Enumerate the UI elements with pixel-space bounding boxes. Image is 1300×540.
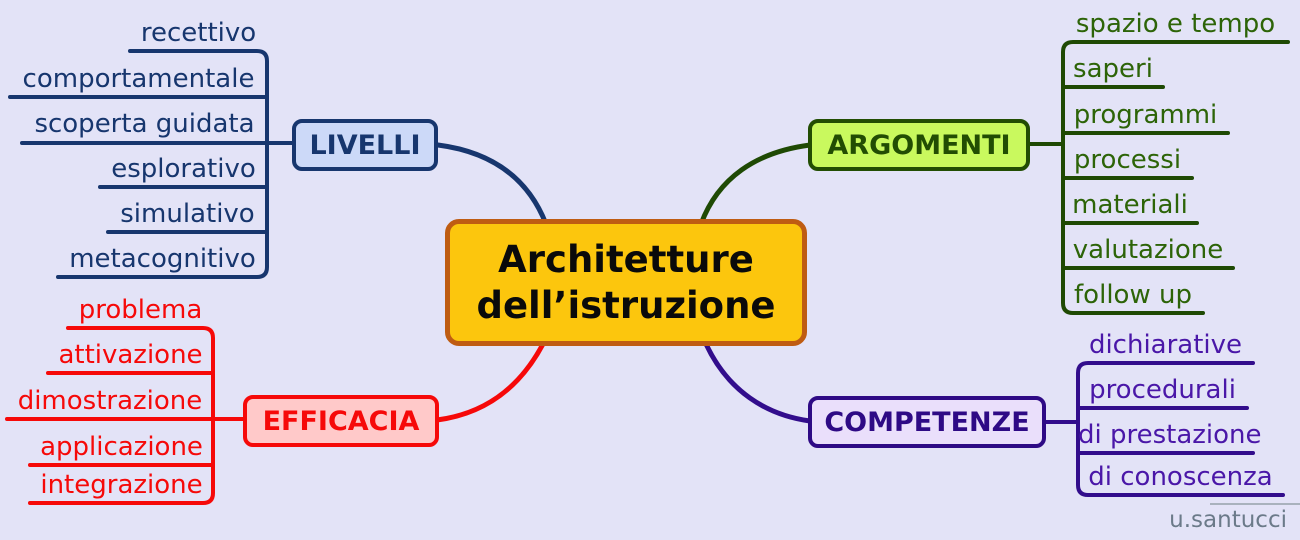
argomenti-branch-lines (698, 40, 1290, 315)
subtopic-efficacia-attivazione[interactable]: attivazione (58, 340, 203, 370)
subtopic-argomenti-materiali[interactable]: materiali (1072, 190, 1188, 220)
branch-node-livelli[interactable]: LIVELLI (292, 119, 438, 171)
subtopic-livelli-scoperta-guidata[interactable]: scoperta guidata (34, 109, 255, 139)
branch-node-argomenti[interactable]: ARGOMENTI (808, 119, 1030, 171)
subtopic-argomenti-follow-up[interactable]: follow up (1074, 280, 1192, 310)
subtopic-livelli-simulativo[interactable]: simulativo (120, 199, 255, 229)
subtopic-argomenti-valutazione[interactable]: valutazione (1072, 235, 1224, 265)
subtopic-argomenti-programmi[interactable]: programmi (1073, 100, 1218, 130)
livelli-branch-lines (8, 49, 549, 279)
subtopic-livelli-comportamentale[interactable]: comportamentale (22, 64, 255, 94)
subtopic-argomenti-processi[interactable]: processi (1073, 145, 1182, 175)
central-topic-line2: dell’istruzione (476, 283, 776, 327)
central-topic-node[interactable]: Architetture dell’istruzione (445, 219, 807, 346)
subtopic-efficacia-applicazione[interactable]: applicazione (40, 432, 203, 462)
subtopic-argomenti-spazio-e-tempo[interactable]: spazio e tempo (1075, 9, 1276, 39)
subtopic-competenze-di-prestazione[interactable]: di prestazione (1078, 420, 1262, 450)
subtopic-livelli-metacognitivo[interactable]: metacognitivo (69, 244, 256, 274)
subtopic-argomenti-saperi[interactable]: saperi (1073, 54, 1153, 84)
subtopic-competenze-procedurali[interactable]: procedurali (1089, 375, 1236, 405)
subtopic-efficacia-dimostrazione[interactable]: dimostrazione (17, 386, 203, 416)
subtopic-livelli-recettivo[interactable]: recettivo (140, 18, 257, 48)
branch-node-competenze[interactable]: COMPETENZE (808, 396, 1046, 448)
central-topic-line1: Architetture (498, 238, 754, 282)
subtopic-livelli-esplorativo[interactable]: esplorativo (111, 154, 256, 184)
branch-node-efficacia[interactable]: EFFICACIA (243, 395, 439, 447)
efficacia-branch-lines (5, 326, 546, 505)
subtopic-competenze-dichiarative[interactable]: dichiarative (1088, 330, 1243, 360)
subtopic-efficacia-problema[interactable]: problema (78, 295, 203, 325)
author-signature: u.santucci (1169, 507, 1287, 533)
subtopic-efficacia-integrazione[interactable]: integrazione (40, 470, 203, 500)
subtopic-competenze-di-conoscenza[interactable]: di conoscenza (1088, 462, 1273, 492)
competenze-branch-lines (703, 341, 1285, 497)
